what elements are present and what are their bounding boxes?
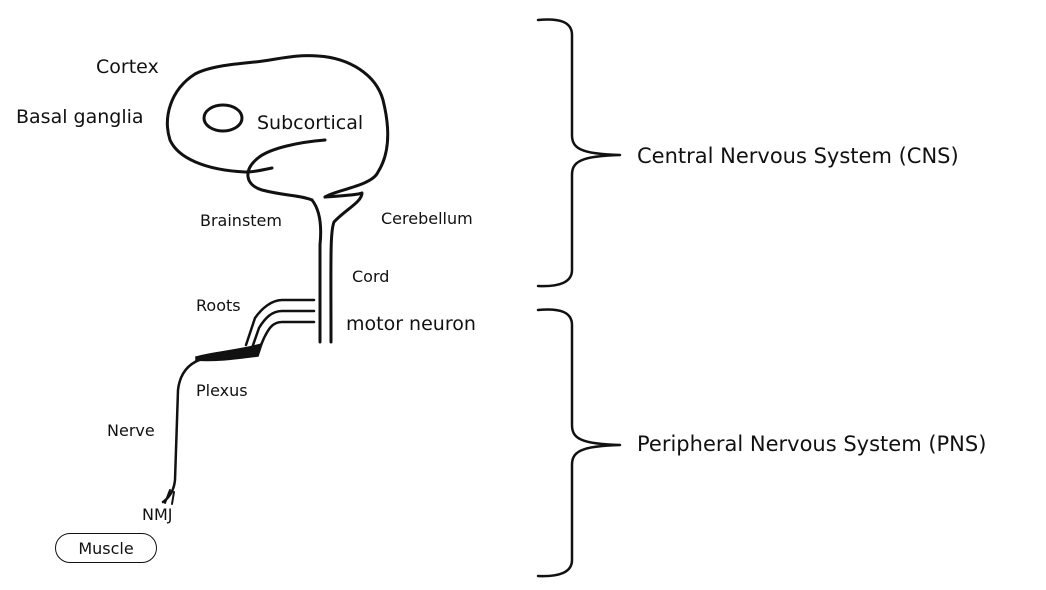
cns-brace bbox=[536, 18, 622, 288]
label-nmj: NMJ bbox=[142, 505, 173, 524]
label-basal-ganglia: Basal ganglia bbox=[16, 106, 144, 128]
root-upper bbox=[244, 298, 316, 347]
nmj-ending bbox=[164, 489, 175, 505]
label-cord: Cord bbox=[352, 267, 390, 286]
basal-ganglia-ellipse bbox=[202, 103, 244, 133]
brainstem-left-edge bbox=[310, 198, 323, 344]
muscle-box: Muscle bbox=[55, 533, 157, 563]
nerve-line bbox=[161, 353, 252, 504]
cerebellum-outline bbox=[246, 138, 327, 202]
pns-brace bbox=[536, 308, 622, 578]
label-cerebellum: Cerebellum bbox=[381, 209, 473, 228]
root-lower bbox=[256, 320, 316, 354]
label-cortex: Cortex bbox=[96, 56, 159, 78]
label-roots: Roots bbox=[196, 296, 241, 315]
label-cns: Central Nervous System (CNS) bbox=[637, 144, 959, 168]
brainstem-right-edge bbox=[323, 191, 364, 344]
label-muscle: Muscle bbox=[78, 539, 134, 558]
label-pns: Peripheral Nervous System (PNS) bbox=[637, 432, 987, 456]
label-plexus: Plexus bbox=[196, 381, 248, 400]
label-nerve: Nerve bbox=[107, 421, 155, 440]
label-subcortical: Subcortical bbox=[257, 112, 364, 134]
brain-outline bbox=[166, 54, 390, 199]
root-middle bbox=[250, 309, 316, 350]
plexus-bundle bbox=[195, 342, 264, 362]
label-brainstem: Brainstem bbox=[200, 211, 282, 230]
label-motor-neuron: motor neuron bbox=[346, 313, 476, 335]
